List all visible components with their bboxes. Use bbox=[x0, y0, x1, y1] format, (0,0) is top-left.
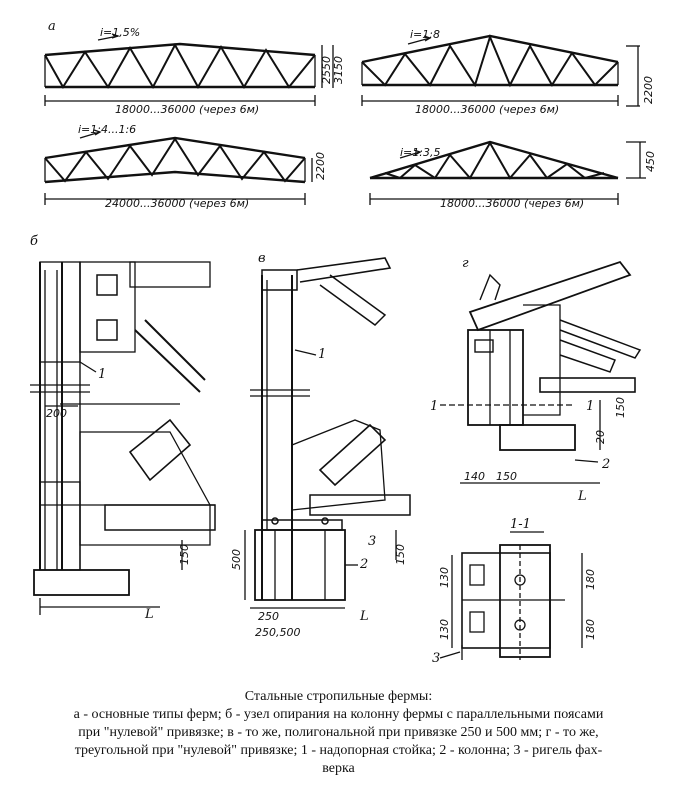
truss-polygonal bbox=[361, 34, 619, 88]
truss-two-slope bbox=[44, 129, 306, 184]
truss-triangular bbox=[369, 140, 619, 180]
caption-line-1: а - основные типы ферм; б - узел опирани… bbox=[73, 707, 604, 722]
caption-line-3: треугольной при "нулевой" привязке; 1 - … bbox=[74, 743, 603, 758]
dim-180-top: 180 bbox=[584, 569, 597, 590]
height-a1-inner: 2550 bbox=[320, 56, 333, 84]
dim-b-200: 200 bbox=[46, 407, 67, 420]
section-mark-right: 1 bbox=[586, 399, 594, 414]
caption-title: Стальные стропильные фермы: bbox=[244, 689, 433, 704]
span-a2: 18000...36000 (через 6м) bbox=[415, 103, 559, 116]
dim-v-150: 150 bbox=[394, 544, 407, 565]
label-g-2: 2 bbox=[601, 457, 610, 472]
dim-130-bottom: 130 bbox=[438, 619, 451, 640]
detail-b-drawing bbox=[30, 261, 216, 615]
detail-v-drawing bbox=[250, 257, 411, 601]
label-b-1: 1 bbox=[98, 367, 106, 382]
figure-caption: Стальные стропильные фермы: а - основные… bbox=[0, 688, 677, 778]
section-mark-left: 1 bbox=[430, 399, 438, 414]
truss-parallel-chords bbox=[44, 33, 316, 90]
dim-b-150: 150 bbox=[178, 544, 191, 565]
axis-b: L bbox=[144, 607, 154, 622]
label-v-1: 1 bbox=[318, 347, 326, 362]
slope-a4: i=1:3,5 bbox=[400, 146, 440, 159]
dim-g-150b: 150 bbox=[496, 470, 517, 483]
panel-label-v: в bbox=[258, 251, 266, 266]
slope-a1: i=1,5% bbox=[100, 26, 140, 39]
panel-label-b: б bbox=[30, 234, 38, 249]
dim-180-bottom: 180 bbox=[584, 619, 597, 640]
height-a2: 2200 bbox=[642, 76, 655, 104]
dim-v-500: 500 bbox=[230, 549, 243, 570]
dim-g-140: 140 bbox=[464, 470, 485, 483]
dim-g-150: 150 bbox=[614, 397, 627, 418]
label-v-3: 3 bbox=[368, 534, 376, 549]
span-a1: 18000...36000 (через 6м) bbox=[115, 103, 259, 116]
section-title: 1-1 bbox=[510, 517, 531, 532]
span-a3: 24000...36000 (через 6м) bbox=[105, 197, 249, 210]
axis-g: L bbox=[577, 489, 587, 504]
caption-line-2: при "нулевой" привязке; в - то же, полиг… bbox=[78, 725, 599, 740]
dim-v-250: 250 bbox=[258, 610, 279, 623]
axis-v: L bbox=[359, 609, 369, 624]
dim-130-top: 130 bbox=[438, 567, 451, 588]
section-11-drawing bbox=[461, 544, 565, 660]
drawing-canvas: а i=1,5% 18000...36000 (через 6м) 2550 3… bbox=[30, 19, 657, 666]
slope-a3: i=1:4...1:6 bbox=[78, 123, 136, 136]
panel-label-a: а bbox=[48, 19, 56, 34]
span-a4: 18000...36000 (через 6м) bbox=[440, 197, 584, 210]
dim-v-250-500: 250,500 bbox=[255, 626, 301, 639]
dim-g-20: 20 bbox=[594, 430, 607, 444]
caption-line-4: верка bbox=[322, 761, 355, 776]
label-v-2: 2 bbox=[359, 557, 368, 572]
panel-label-g: г bbox=[462, 256, 469, 271]
label-section-3: 3 bbox=[432, 651, 440, 666]
height-a1-outer: 3150 bbox=[332, 56, 345, 84]
detail-g-drawing bbox=[440, 260, 642, 451]
height-a4: 450 bbox=[644, 151, 657, 172]
height-a3: 2200 bbox=[314, 152, 327, 180]
slope-a2: i=1:8 bbox=[410, 28, 440, 41]
